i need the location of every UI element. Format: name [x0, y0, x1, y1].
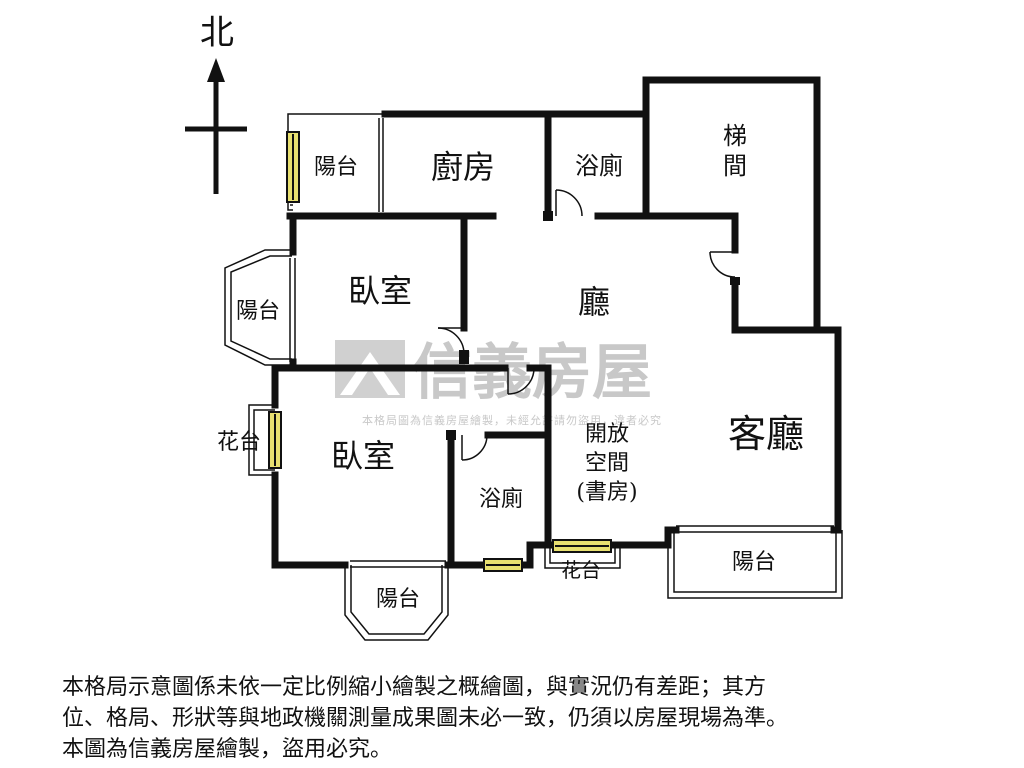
- label-balcony-bottom-left: 陽台: [376, 587, 420, 612]
- label-living-room: 客廳: [728, 412, 804, 456]
- label-stairwell-2: 間: [723, 152, 747, 180]
- label-open-space-1: 開放: [585, 422, 629, 447]
- label-stairwell-1: 梯: [723, 122, 747, 150]
- door-jambs: [446, 211, 740, 440]
- label-open-space-2: 空間: [585, 451, 629, 476]
- label-bath-bottom: 浴廁: [479, 487, 523, 512]
- label-bath-top: 浴廁: [575, 152, 623, 180]
- watermark-brand: 信義房屋: [412, 338, 652, 408]
- room-labels: 陽台 廚房 浴廁 梯 間 臥室 陽台 廳 客廳 花台 臥室 浴廁 開放 空間 (…: [217, 122, 804, 612]
- label-balcony-top-left: 陽台: [314, 155, 358, 180]
- label-flower-bed-bottom: 花台: [561, 558, 601, 582]
- walls: [271, 76, 842, 569]
- disclaimer-line-3: 本圖為信義房屋繪製，盜用必究。: [62, 737, 393, 762]
- balcony-outlines: [224, 113, 843, 641]
- disclaimer-line-2: 位、格局、形狀等與地政機關測量成果圖未必一致，仍須以房屋現場為準。: [62, 706, 789, 731]
- label-open-space-3: (書房): [576, 480, 637, 505]
- label-kitchen: 廚房: [431, 148, 495, 186]
- compass-north-label: 北: [200, 13, 234, 53]
- watermark-notice: 本格局圖為信義房屋繪製，未經允許請勿盜用，違者必究: [362, 413, 662, 427]
- door-swings: [437, 189, 736, 461]
- label-balcony-bottom-right: 陽台: [732, 550, 776, 575]
- label-bedroom-top: 臥室: [348, 272, 412, 310]
- watermark: 信義房屋 本格局圖為信義房屋繪製，未經允許請勿盜用，違者必究: [335, 338, 662, 427]
- windows: [268, 131, 612, 572]
- label-bedroom-bottom: 臥室: [331, 437, 395, 475]
- label-balcony-left: 陽台: [236, 299, 280, 324]
- label-hall: 廳: [578, 283, 610, 321]
- disclaimer-line-1: 本格局示意圖係未依一定比例縮小繪製之概繪圖，與實況仍有差距；其方: [62, 675, 767, 700]
- label-flower-bed-left: 花台: [217, 430, 261, 455]
- compass-north-arrow: [185, 58, 247, 194]
- disclaimer: 本格局示意圖係未依一定比例縮小繪製之概繪圖，與實況仍有差距；其方 位、格局、形狀…: [62, 672, 1012, 765]
